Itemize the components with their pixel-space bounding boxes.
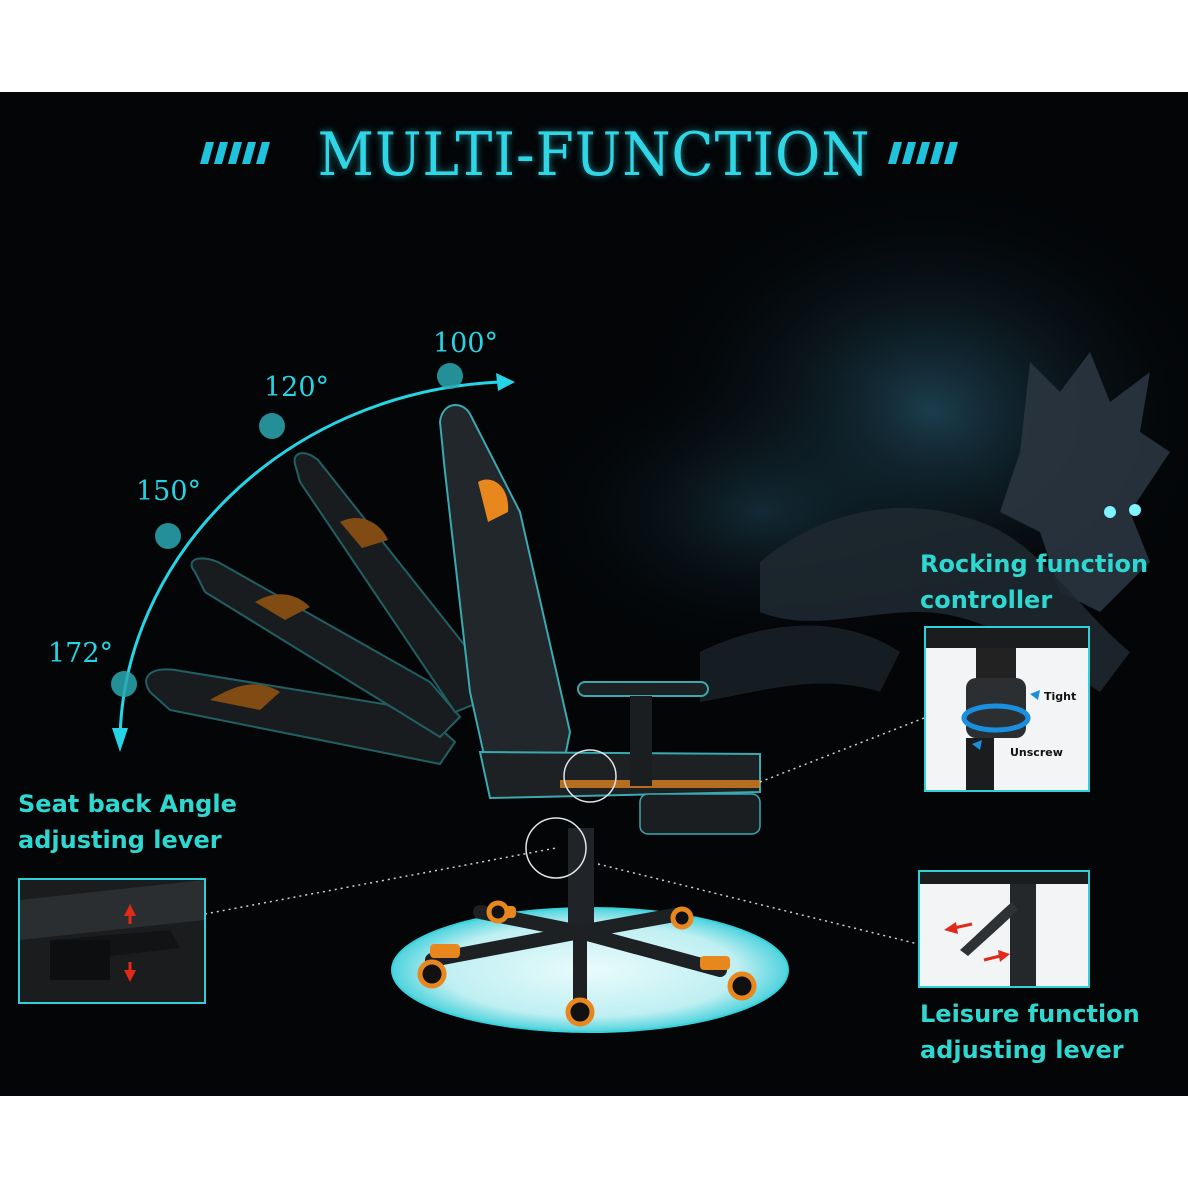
leisure-label-line-1: Leisure function [920,1000,1140,1028]
seat-back-lever-photo [20,880,204,1002]
angle-marker-120 [259,413,285,439]
rocking-controller-inset: Tight Unscrew [924,626,1090,792]
rocking-label-line-1: Rocking function [920,550,1149,578]
leisure-lever-photo [920,872,1088,986]
rocking-knob-photo [926,628,1088,790]
angle-marker-150 [155,523,181,549]
leisure-lever-inset [918,870,1090,988]
rocking-label-line-2: controller [920,586,1053,614]
angle-marker-172 [111,671,137,697]
product-panel: MULTI-FUNCTION 100° 120° 150° 172° [0,92,1188,1096]
title-stripes-left-icon [200,142,270,164]
seat-back-label-line-2: adjusting lever [18,826,222,854]
angle-marker-100 [437,363,463,389]
angle-label-100: 100° [433,328,499,359]
seat-back-lever-label: Seat back Angle adjusting lever [18,786,237,858]
rocking-controller-label: Rocking function controller [920,546,1148,618]
tight-text: Tight [1044,690,1077,703]
page-title: MULTI-FUNCTION [317,120,871,190]
leisure-lever-label: Leisure function adjusting lever [920,996,1140,1068]
angle-label-150: 150° [136,476,202,507]
leisure-label-line-2: adjusting lever [920,1036,1124,1064]
angle-label-172: 172° [48,638,114,669]
seat-back-label-line-1: Seat back Angle [18,790,237,818]
angle-label-120: 120° [264,372,330,403]
title-stripes-right-icon [888,142,958,164]
unscrew-text: Unscrew [1010,746,1063,759]
gaming-chair-image [145,404,925,1033]
recline-arc [111,363,515,752]
seat-back-lever-inset [18,878,206,1004]
